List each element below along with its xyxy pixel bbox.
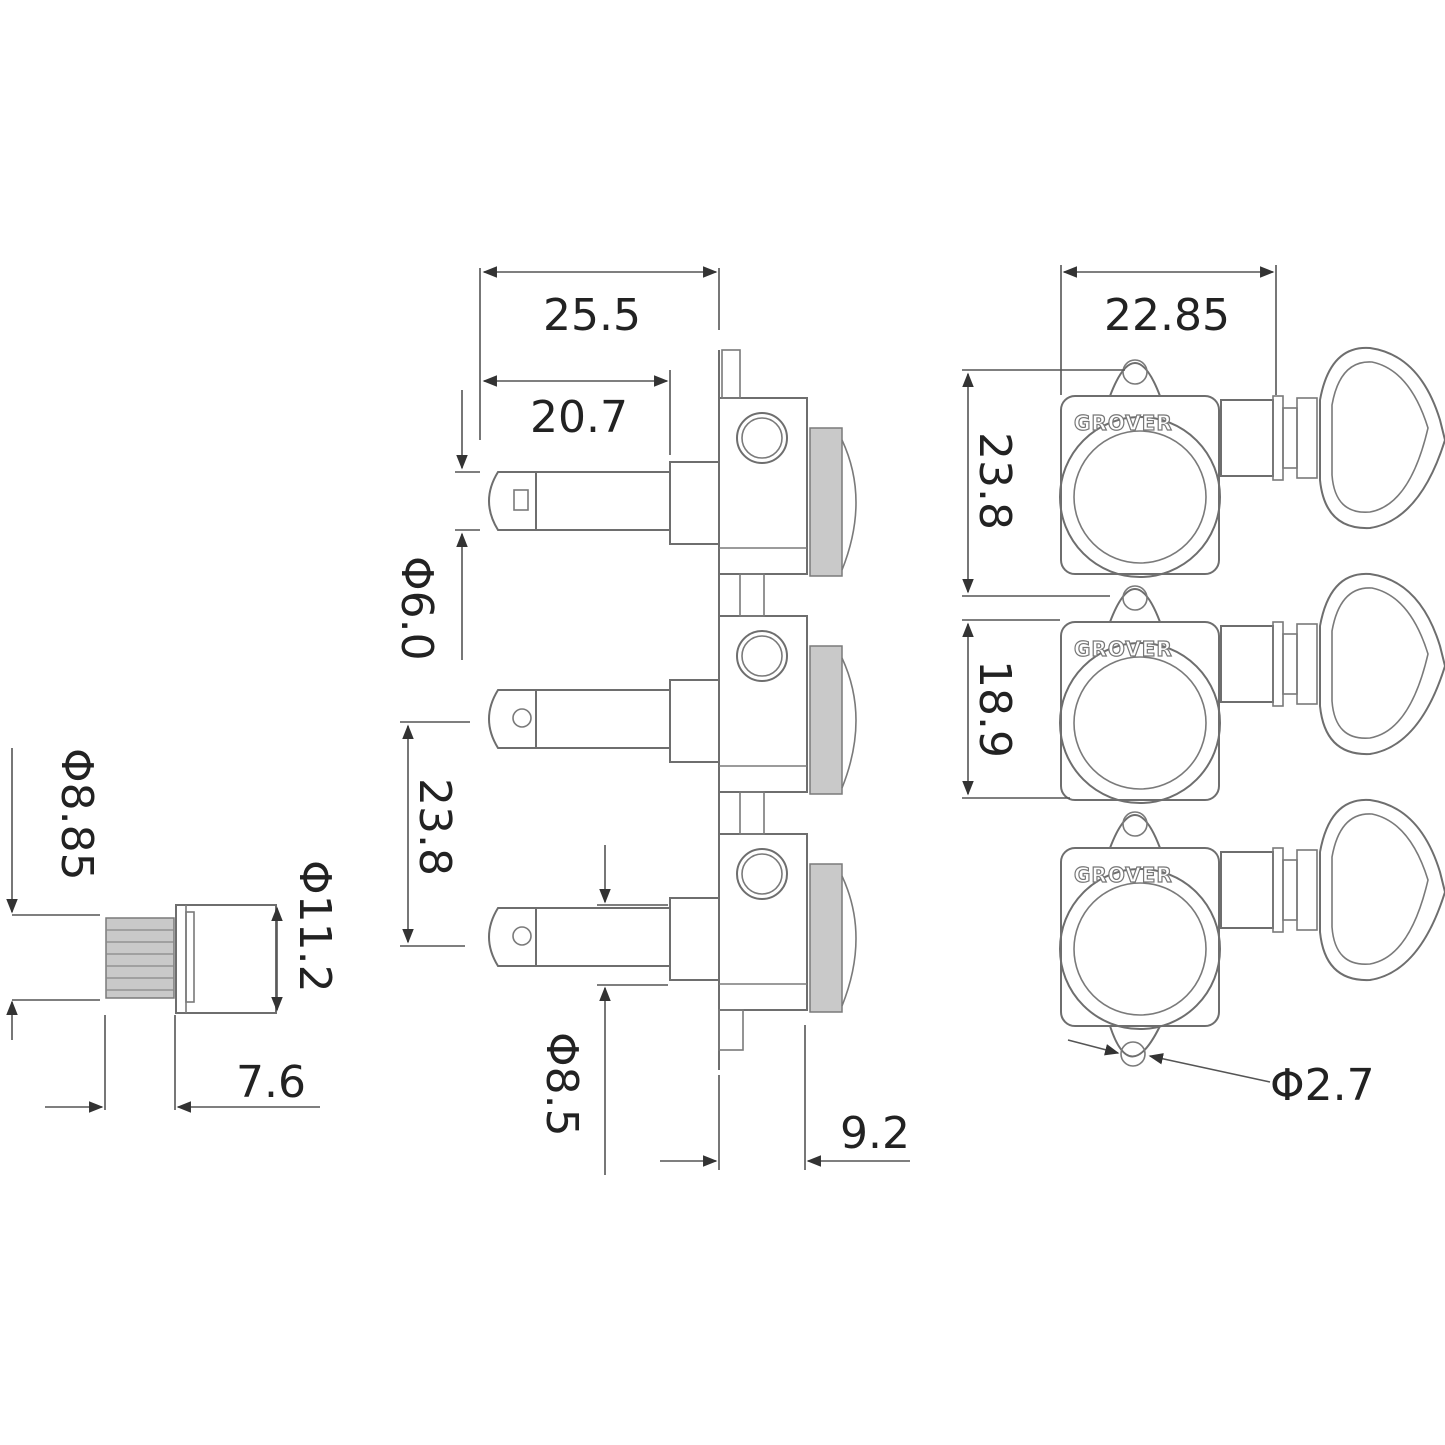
dim-bushing-length: 7.6 (236, 1057, 306, 1108)
tuner-side-view (400, 266, 910, 1175)
back-unit-3 (1059, 798, 1445, 1067)
brand-text-1: GROVER (1074, 411, 1173, 435)
dim-overall-post-length: 25.5 (543, 290, 641, 341)
dim-bushing-inner-dia: Φ8.85 (51, 748, 102, 881)
dim-post-length: 20.7 (530, 392, 628, 443)
back-unit-1 (1059, 346, 1445, 578)
dim-housing-height: 18.9 (969, 660, 1020, 758)
dim-side-spacing: 23.8 (409, 778, 460, 876)
dim-back-spacing: 23.8 (969, 432, 1020, 530)
dim-gear-depth: 9.2 (840, 1108, 910, 1159)
dim-screw-hole-dia: Φ2.7 (1270, 1060, 1375, 1111)
back-unit-2 (1059, 572, 1445, 804)
brand-text-3: GROVER (1074, 863, 1173, 887)
bushing-view (6, 748, 320, 1113)
brand-text-2: GROVER (1074, 637, 1173, 661)
dim-post-dia: Φ6.0 (391, 556, 442, 661)
bushing-knurl (105, 917, 175, 999)
dim-post-base-dia: Φ8.5 (536, 1032, 587, 1137)
side-unit-2 (488, 573, 857, 795)
side-unit-1 (488, 349, 857, 577)
bushing-body (175, 904, 277, 1014)
dim-bushing-outer-dia: Φ11.2 (289, 860, 340, 993)
dim-housing-width: 22.85 (1104, 290, 1230, 341)
side-unit-3 (488, 791, 857, 1051)
tuner-back-view (962, 265, 1445, 1083)
